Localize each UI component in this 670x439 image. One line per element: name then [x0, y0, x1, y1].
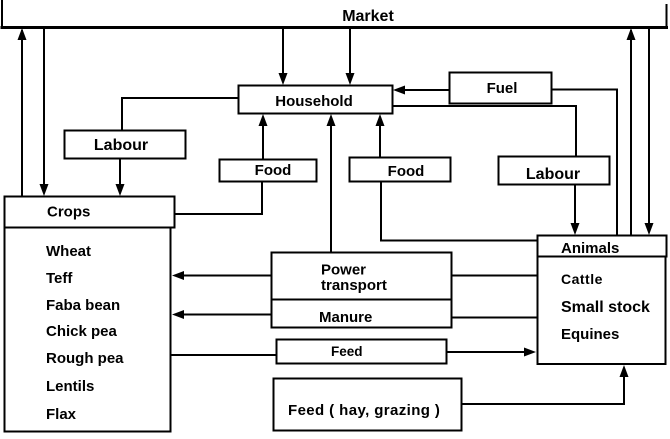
- svg-text:Equines: Equines: [561, 326, 619, 343]
- svg-text:Cattle: Cattle: [561, 271, 603, 287]
- svg-text:Feed ( hay, grazing ): Feed ( hay, grazing ): [288, 402, 440, 419]
- svg-text:Animals: Animals: [561, 240, 619, 257]
- svg-text:Lentils: Lentils: [46, 378, 94, 395]
- svg-text:Small stock: Small stock: [561, 299, 650, 316]
- svg-text:transport: transport: [321, 277, 387, 294]
- svg-text:Manure: Manure: [319, 309, 372, 326]
- svg-text:Chick pea: Chick pea: [46, 323, 118, 340]
- svg-text:Market: Market: [342, 8, 394, 25]
- svg-text:Rough pea: Rough pea: [46, 350, 124, 367]
- svg-text:Labour: Labour: [94, 137, 148, 154]
- svg-text:Wheat: Wheat: [46, 243, 91, 260]
- svg-text:Power: Power: [321, 262, 366, 279]
- svg-text:Feed: Feed: [331, 344, 363, 359]
- svg-text:Crops: Crops: [47, 204, 90, 221]
- svg-text:Food: Food: [255, 162, 292, 179]
- svg-text:Faba bean: Faba bean: [46, 297, 120, 314]
- svg-text:Labour: Labour: [526, 166, 580, 183]
- svg-text:Teff: Teff: [46, 270, 73, 287]
- svg-text:Fuel: Fuel: [487, 80, 518, 97]
- svg-text:Flax: Flax: [46, 406, 77, 423]
- svg-text:Household: Household: [275, 93, 353, 110]
- svg-text:Food: Food: [388, 163, 425, 180]
